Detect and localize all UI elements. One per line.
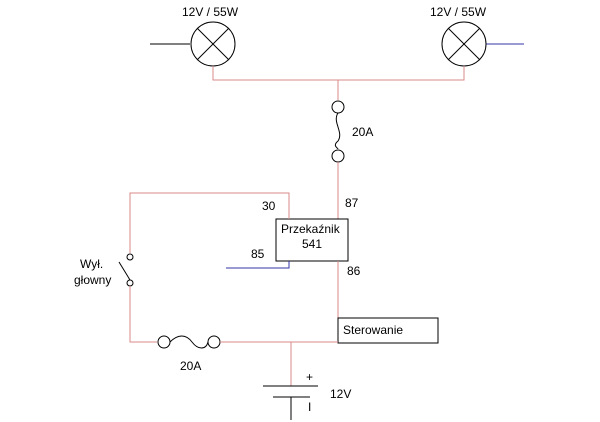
fuse-bottom-terminal-b [207,335,221,349]
lamp-left-cross-b [196,27,230,61]
switch-lever-icon [118,261,131,281]
switch-label-line1: Wył. [80,257,103,271]
control-box [337,317,439,344]
lamp-right: 12V / 55W [430,5,524,67]
battery-minus-sign: I [308,400,311,414]
control: Sterowanie [337,317,439,344]
pin-85-label: 85 [251,247,265,261]
switch-to-fuse-wire [129,286,157,343]
battery-plus-sign: + [306,370,313,384]
control-label: Sterowanie [343,323,403,337]
relay-model: 541 [302,237,322,251]
switch-contact-top [126,253,134,261]
relay-name: Przekaźnik [281,222,341,236]
fuse-bottom: 20A [157,335,221,373]
lamp-bus-wire [212,66,465,81]
pin-87-label: 87 [345,196,359,210]
switch-contact-bottom [126,279,134,287]
lamp-left: 12V / 55W [150,5,239,67]
lamp-right-cross-b [447,27,481,61]
pin-85-wire [226,261,290,269]
relay: Przekaźnik 541 [275,218,349,262]
battery-voltage: 12V [330,387,351,401]
fuse-top-terminal-a [331,100,345,114]
switch-label-line2: głowny [74,273,111,287]
lamp-left-rating: 12V / 55W [182,5,239,19]
fuse-bottom-element-icon [169,335,209,349]
relay-box [275,218,349,262]
fuse-bottom-terminal-a [157,335,171,349]
battery: + I 12V [263,370,351,420]
fuse-top-element-icon [334,112,341,150]
pin-30-wire [129,192,290,253]
main-switch: Wył. głowny [74,253,134,287]
lamp-right-rating: 12V / 55W [430,5,487,19]
fuse-top-rating: 20A [352,125,373,139]
pin-86-label: 86 [347,264,361,278]
fuse-top-terminal-b [331,149,345,163]
fuse-top: 20A [331,100,373,163]
fuse-bottom-rating: 20A [180,359,201,373]
pin-30-label: 30 [262,199,276,213]
